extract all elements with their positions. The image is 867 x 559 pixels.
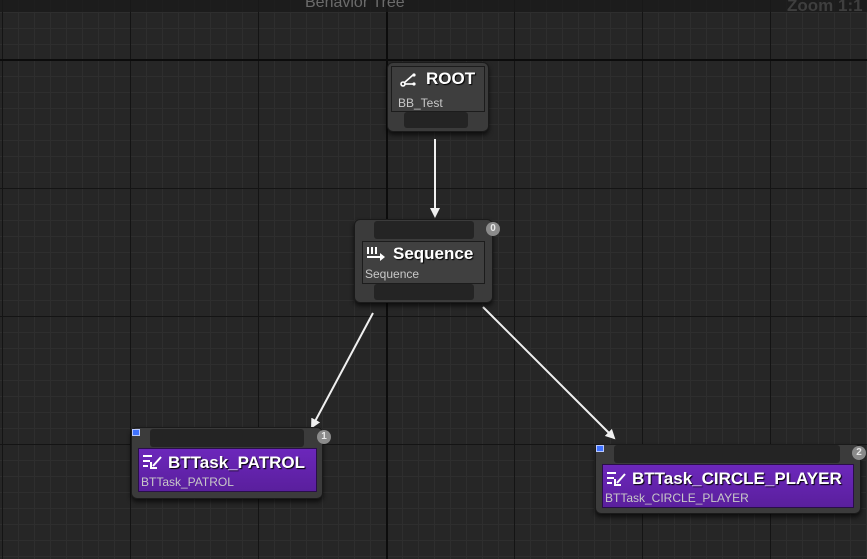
circle-player-task-node-body: BTTask_CIRCLE_PLAYER BTTask_CIRCLE_PLAYE… xyxy=(602,464,854,508)
sequence-node-subtitle: Sequence xyxy=(365,267,420,281)
patrol-input-pin[interactable] xyxy=(150,429,304,447)
task-icon xyxy=(607,472,626,486)
wire-sequence-to-circle-player[interactable] xyxy=(482,306,616,440)
blueprint-icon xyxy=(596,445,604,452)
patrol-order-badge: 1 xyxy=(317,430,331,444)
sequence-icon xyxy=(367,247,385,261)
graph-title-bar xyxy=(0,0,867,12)
zoom-label: Zoom 1:1 xyxy=(787,0,863,15)
root-node-body: ROOT BB_Test xyxy=(391,66,485,112)
root-node-subtitle: BB_Test xyxy=(398,96,443,110)
sequence-node-title: Sequence xyxy=(393,244,474,263)
circle-player-task-node[interactable]: BTTask_CIRCLE_PLAYER BTTask_CIRCLE_PLAYE… xyxy=(595,444,866,514)
graph-title: Behavior Tree xyxy=(305,0,405,11)
circle-player-input-pin[interactable] xyxy=(614,445,840,463)
circle-player-task-node-subtitle: BTTask_CIRCLE_PLAYER xyxy=(605,491,749,505)
root-node[interactable]: ROOT BB_Test xyxy=(387,62,489,132)
sequence-node-body: Sequence Sequence xyxy=(362,241,485,284)
patrol-task-node-body: BTTask_PATROL BTTask_PATROL xyxy=(138,448,317,492)
task-icon xyxy=(143,455,162,469)
blueprint-icon xyxy=(132,429,140,436)
circle-player-order-badge: 2 xyxy=(852,446,866,460)
circle-player-task-node-title: BTTask_CIRCLE_PLAYER xyxy=(632,469,842,488)
root-icon xyxy=(400,73,416,87)
patrol-task-node-title: BTTask_PATROL xyxy=(168,453,305,472)
grid-axis-horizontal xyxy=(0,59,867,61)
patrol-task-node-subtitle: BTTask_PATROL xyxy=(141,475,234,489)
sequence-order-badge: 0 xyxy=(486,222,500,236)
sequence-node[interactable]: Sequence Sequence 0 xyxy=(354,219,500,303)
sequence-input-pin[interactable] xyxy=(374,221,474,239)
sequence-output-pin[interactable] xyxy=(374,284,474,300)
root-output-pin[interactable] xyxy=(404,112,468,128)
wire-sequence-to-patrol[interactable] xyxy=(311,312,374,429)
patrol-task-node[interactable]: BTTask_PATROL BTTask_PATROL 1 xyxy=(131,427,331,499)
root-node-title: ROOT xyxy=(426,69,476,88)
